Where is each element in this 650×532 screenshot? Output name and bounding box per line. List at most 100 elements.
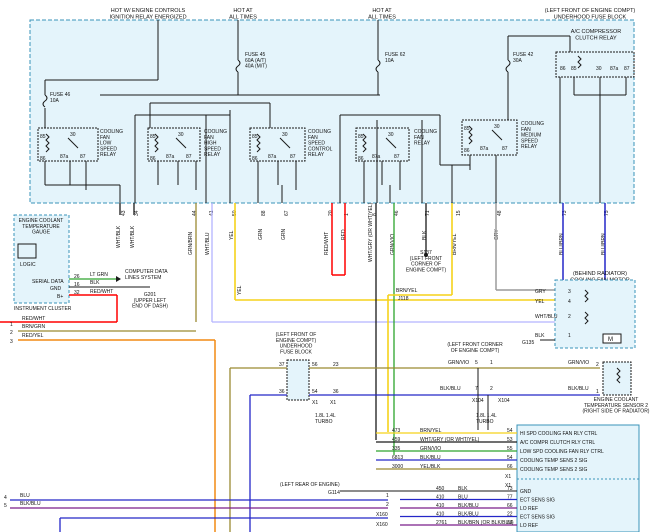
svg-text:71: 71 (425, 210, 431, 216)
svg-text:SERIAL DATA: SERIAL DATA (32, 279, 64, 285)
svg-text:86: 86 (40, 156, 46, 162)
svg-text:M: M (608, 337, 613, 343)
wire-label-7: GRN (281, 229, 287, 241)
svg-text:BLK/BLU: BLK/BLU (568, 386, 589, 392)
svg-text:BRN/GRN: BRN/GRN (22, 324, 45, 330)
svg-text:1: 1 (596, 389, 599, 395)
svg-text:7: 7 (475, 386, 478, 392)
svg-text:1: 1 (10, 322, 13, 328)
svg-text:85: 85 (571, 66, 577, 72)
svg-text:88: 88 (261, 210, 267, 216)
svg-text:LO REF: LO REF (520, 506, 538, 512)
svg-text:85: 85 (150, 134, 156, 140)
svg-text:86: 86 (150, 156, 156, 162)
svg-text:ECT SENS SIG: ECT SENS SIG (520, 498, 555, 504)
wire-label-5: YEL (229, 230, 235, 240)
svg-text:4: 4 (4, 495, 7, 501)
svg-text:BLK/BLU: BLK/BLU (20, 501, 41, 507)
wire-label-6: GRN (258, 229, 264, 241)
wire-label-3: GRN/BRN (188, 232, 194, 255)
svg-text:G135: G135 (522, 340, 534, 346)
svg-text:2761: 2761 (436, 520, 447, 526)
svg-text:54: 54 (507, 455, 513, 461)
relay-wiring (44, 77, 627, 203)
wire-label-9: RED (341, 229, 347, 240)
svg-text:BLK/BLU: BLK/BLU (458, 512, 479, 518)
wire-label-10: WHT/GRY (OR WHT/YEL) (368, 202, 374, 262)
svg-text:1: 1 (568, 333, 571, 339)
svg-text:75: 75 (604, 210, 610, 216)
wire-label-11: GRN/VIO (390, 234, 396, 255)
svg-text:86: 86 (560, 66, 566, 72)
pin-numbers: 43 34 44 41 50 88 67 20 1 8 46 71 15 48 … (121, 210, 610, 216)
svg-text:30: 30 (494, 124, 500, 130)
wire-label-1: WHT/BLK (116, 225, 122, 248)
svg-text:YEL/BLK: YEL/BLK (420, 464, 441, 470)
svg-text:COOLING TEMP SENS 2 SIG: COOLING TEMP SENS 2 SIG (520, 458, 587, 464)
wire-label-4: WHT/BLU (205, 232, 211, 255)
svg-text:55: 55 (507, 446, 513, 452)
svg-text:37: 37 (279, 362, 285, 368)
svg-text:ECT SENS SIG: ECT SENS SIG (520, 515, 555, 521)
svg-text:1: 1 (344, 213, 350, 216)
underhood-fuse-block-box (29, 19, 635, 204)
svg-text:BLK: BLK (458, 486, 468, 492)
svg-text:RED/YEL: RED/YEL (22, 333, 44, 339)
svg-text:BLU: BLU (458, 495, 468, 501)
svg-text:BLK/BLU: BLK/BLU (458, 503, 479, 509)
svg-text:410: 410 (436, 495, 445, 501)
svg-text:87a: 87a (480, 146, 489, 152)
svg-text:450: 450 (436, 486, 445, 492)
svg-text:36: 36 (333, 389, 339, 395)
svg-text:LO REF: LO REF (520, 523, 538, 529)
gauge-logic: LOGIC (20, 262, 36, 268)
svg-text:87: 87 (186, 154, 192, 160)
svg-text:4: 4 (568, 299, 571, 305)
wire-labels: WHT/BLK WHT/BLK GRN/BRN WHT/BLU YEL GRN … (116, 202, 607, 262)
svg-text:66: 66 (507, 503, 513, 509)
svg-text:86: 86 (464, 148, 470, 154)
svg-text:2: 2 (596, 362, 599, 368)
svg-text:2: 2 (10, 330, 13, 336)
svg-text:WHT/GRY (OR WHT/YEL): WHT/GRY (OR WHT/YEL) (420, 437, 480, 443)
svg-text:5: 5 (4, 503, 7, 509)
svg-text:HI SPD COOLING FAN RLY CTRL: HI SPD COOLING FAN RLY CTRL (520, 431, 598, 437)
svg-text:30: 30 (178, 132, 184, 138)
svg-text:73: 73 (562, 210, 568, 216)
svg-text:BLK: BLK (90, 280, 100, 286)
svg-text:30: 30 (388, 132, 394, 138)
svg-text:85: 85 (252, 134, 258, 140)
svg-text:23: 23 (333, 362, 339, 368)
svg-text:48: 48 (497, 210, 503, 216)
svg-text:B+: B+ (57, 294, 63, 300)
svg-text:GRY: GRY (535, 289, 546, 295)
svg-text:YEL: YEL (237, 285, 243, 295)
svg-text:2: 2 (386, 502, 389, 508)
wire-label-13: BRN/YEL (452, 233, 458, 255)
cooling-fan-motor: (BEHIND RADIATOR)COOLING FAN MOTOR GRY Y… (522, 271, 636, 349)
svg-text:16: 16 (74, 282, 80, 288)
